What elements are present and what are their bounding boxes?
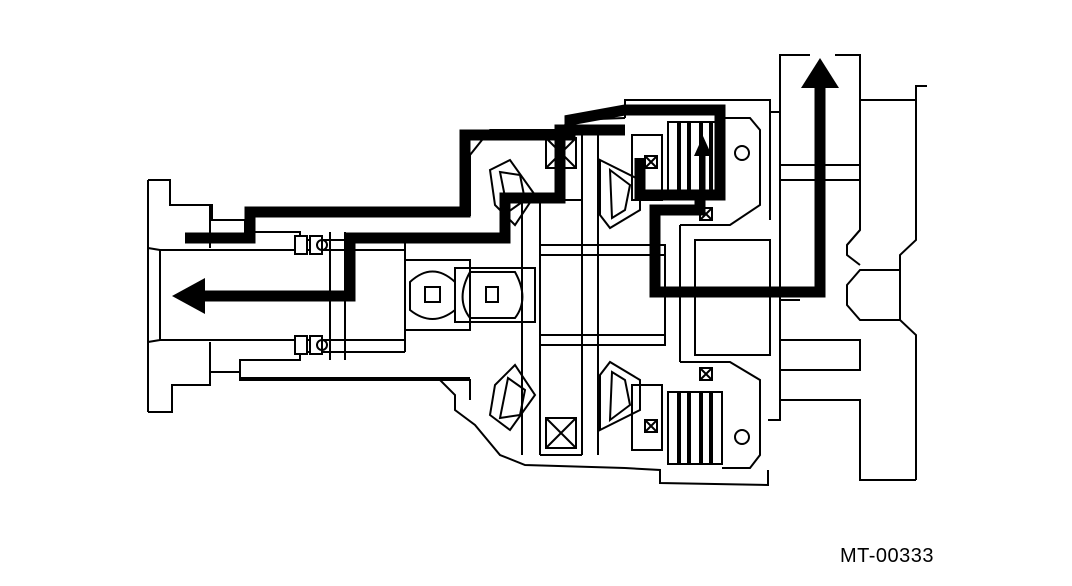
left-output-shaft [147, 179, 471, 413]
torque-flow-path-upper [185, 104, 726, 244]
torque-flow-path-left [205, 124, 625, 302]
right-output-flange [768, 54, 927, 481]
torque-flow-path-right [649, 85, 826, 298]
clutch-plates-lower [667, 391, 723, 465]
left-output-arrow [172, 278, 205, 314]
right-output-arrow [801, 58, 839, 88]
differential-housing [404, 117, 666, 469]
clutch-flow-arrow [694, 136, 712, 195]
figure-part-code: MT-00333 [839, 545, 934, 567]
clutch-plates-upper [667, 121, 723, 195]
